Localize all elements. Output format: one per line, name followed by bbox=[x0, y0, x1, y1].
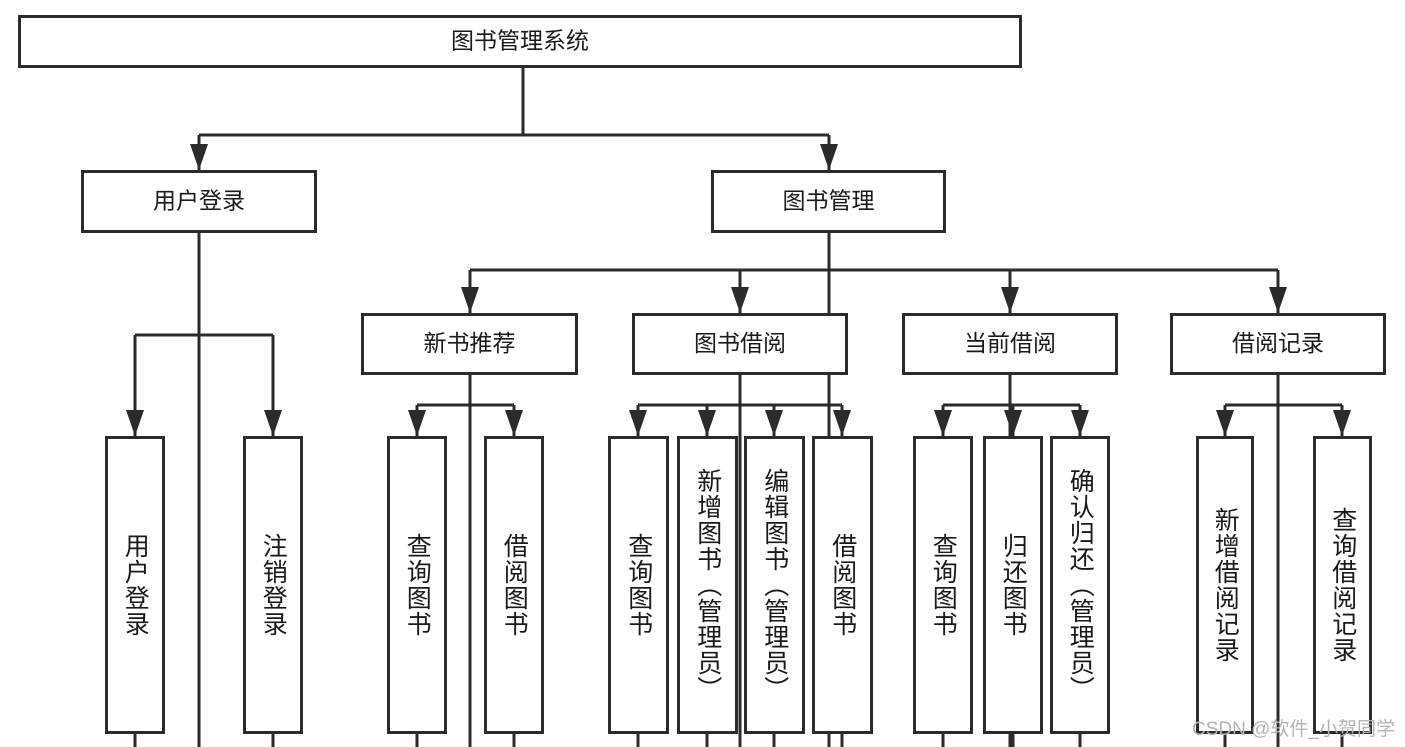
newbook-to-leaves-arrow-1 bbox=[505, 410, 523, 436]
level2-label-0: 新书推荐 bbox=[424, 330, 516, 356]
level2-label-2: 当前借阅 bbox=[964, 330, 1056, 356]
login-to-leaves-arrow-0 bbox=[126, 410, 144, 436]
level2-box-3[interactable] bbox=[1170, 313, 1386, 375]
newbook-to-leaves-arrow-0 bbox=[408, 410, 426, 436]
leaf-box-2[interactable] bbox=[387, 436, 447, 734]
leaf-box-12[interactable] bbox=[1313, 436, 1372, 734]
level2-label-3: 借阅记录 bbox=[1232, 330, 1324, 356]
records-to-leaves-arrow-0 bbox=[1216, 410, 1234, 436]
login-to-leaves-arrow-1 bbox=[264, 410, 282, 436]
leaf-box-6[interactable] bbox=[744, 436, 805, 734]
borrow-to-leaves-arrow-0 bbox=[629, 410, 647, 436]
bookmgmt-to-level2-arrow-2 bbox=[1001, 287, 1019, 313]
root-to-level1-arrow-0 bbox=[190, 144, 208, 170]
level2-box-2[interactable] bbox=[902, 313, 1118, 375]
level2-box-1[interactable] bbox=[632, 313, 848, 375]
leaf-box-0[interactable] bbox=[105, 436, 165, 734]
current-to-leaves-arrow-0 bbox=[934, 410, 952, 436]
records-to-leaves-arrow-1 bbox=[1333, 410, 1351, 436]
node-box-layer bbox=[18, 15, 1386, 734]
leaf-box-3[interactable] bbox=[484, 436, 544, 734]
leaf-box-10[interactable] bbox=[1050, 436, 1110, 734]
borrow-to-leaves-arrow-2 bbox=[765, 410, 783, 436]
root-label-0: 图书管理系统 bbox=[451, 28, 589, 54]
bookmgmt-to-level2-arrow-0 bbox=[461, 287, 479, 313]
leaf-box-11[interactable] bbox=[1196, 436, 1254, 734]
current-to-leaves-arrow-2 bbox=[1071, 410, 1089, 436]
leaf-box-8[interactable] bbox=[913, 436, 973, 734]
leaf-box-7[interactable] bbox=[812, 436, 873, 734]
bookmgmt-to-level2-arrow-3 bbox=[1269, 287, 1287, 313]
csdn-watermark: CSDN @软件_小贺同学 bbox=[1192, 719, 1395, 740]
leaf-box-9[interactable] bbox=[983, 436, 1043, 734]
level2-label-1: 图书借阅 bbox=[694, 330, 786, 356]
level2-box-0[interactable] bbox=[361, 313, 578, 375]
leaf-box-4[interactable] bbox=[608, 436, 669, 734]
borrow-to-leaves-arrow-1 bbox=[698, 410, 716, 436]
level1-label-0: 用户登录 bbox=[153, 188, 245, 214]
level1-box-1[interactable] bbox=[711, 170, 946, 233]
root-box-0[interactable] bbox=[18, 15, 1022, 68]
leaf-box-5[interactable] bbox=[677, 436, 738, 734]
borrow-to-leaves-arrow-3 bbox=[833, 410, 851, 436]
bookmgmt-to-level2-arrow-1 bbox=[731, 287, 749, 313]
leaf-box-1[interactable] bbox=[243, 436, 303, 734]
root-to-level1-arrow-1 bbox=[820, 144, 838, 170]
current-to-leaves-arrow-1 bbox=[1004, 410, 1022, 436]
level1-label-1: 图书管理 bbox=[783, 188, 875, 214]
connector-layer bbox=[126, 68, 1351, 747]
level1-box-0[interactable] bbox=[81, 170, 317, 233]
